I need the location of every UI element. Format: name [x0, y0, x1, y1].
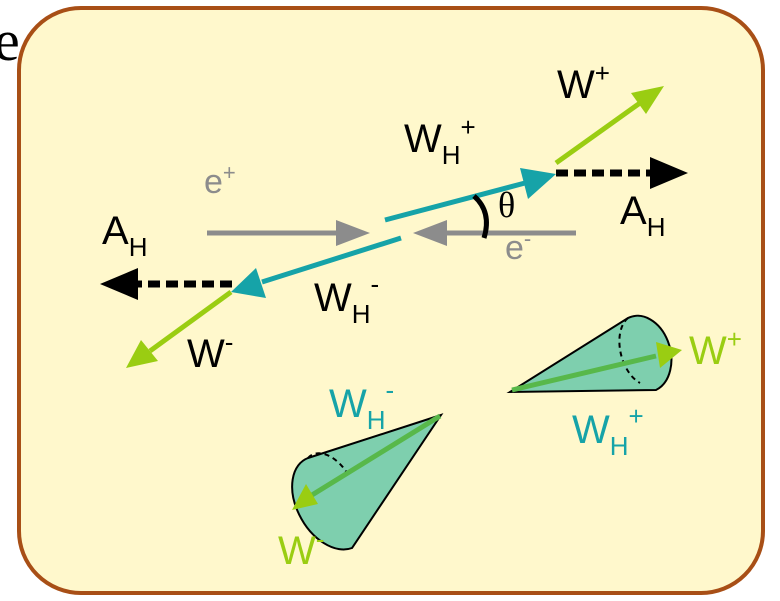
wh-minus-arrow — [231, 235, 402, 298]
w-plus-arrow — [554, 86, 664, 166]
wh-plus-arrow — [384, 168, 556, 223]
cone-right — [506, 314, 682, 394]
label-wh-minus: WH- — [314, 269, 379, 329]
w-minus-arrow — [126, 289, 233, 368]
label-cone-wh-plus: WH+ — [572, 401, 644, 461]
label-cone-wh-minus: WH- — [329, 375, 394, 435]
label-ah-left: AH — [102, 209, 147, 262]
ah-right-arrow — [556, 157, 688, 189]
label-cone-w-minus: W- — [278, 524, 324, 573]
label-w-minus: W- — [187, 327, 233, 376]
label-cone-w-plus: W+ — [689, 324, 742, 373]
label-e-minus: e- — [505, 226, 531, 267]
cone-left — [291, 413, 444, 551]
label-wh-plus: WH+ — [404, 112, 476, 170]
ah-left-arrow — [100, 268, 232, 300]
e-plus-arrow — [207, 220, 370, 246]
label-ah-right: AH — [620, 189, 665, 242]
diagram-panel — [17, 6, 765, 595]
label-w-plus: W+ — [557, 58, 610, 107]
e-minus-arrow — [413, 220, 576, 246]
label-e-plus: e+ — [204, 160, 236, 201]
theta-arc — [472, 194, 489, 239]
corner-letter: e — [0, 8, 20, 73]
label-theta: θ — [498, 185, 515, 225]
